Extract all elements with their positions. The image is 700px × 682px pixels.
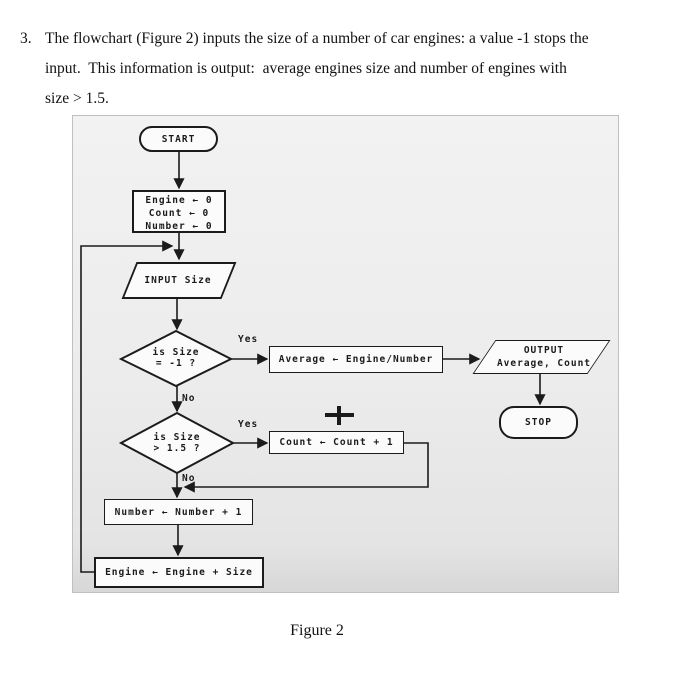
- edge-count-return: [183, 442, 429, 493]
- question-line: input. This information is output: avera…: [45, 60, 567, 77]
- decision2-line: > 1.5 ?: [153, 443, 201, 454]
- number-label: Number ← Number + 1: [114, 506, 243, 518]
- flowchart-panel: START Engine ← 0 Count ← 0 Number ← 0 IN…: [72, 115, 619, 593]
- stop-node: STOP: [499, 406, 578, 439]
- stop-label: STOP: [525, 417, 552, 428]
- question-text: The flowchart (Figure 2) inputs the size…: [45, 24, 660, 114]
- output-line: Average, Count: [496, 358, 592, 369]
- count-node: Count ← Count + 1: [269, 431, 404, 454]
- decision2-diamond: [118, 411, 236, 475]
- output-line: OUTPUT: [523, 345, 565, 356]
- average-label: Average ← Engine/Number: [278, 354, 434, 365]
- question-line: The flowchart (Figure 2) inputs the size…: [45, 30, 589, 47]
- engine-node: Engine ← Engine + Size: [94, 557, 264, 588]
- decision1-line: = -1 ?: [155, 358, 197, 369]
- decision1-line: is Size: [152, 347, 200, 358]
- count-label: Count ← Count + 1: [279, 437, 394, 448]
- decision1-label: is Size = -1 ?: [121, 347, 231, 369]
- output-label: OUTPUT Average, Count: [469, 344, 619, 370]
- question-number: 3.: [20, 30, 32, 47]
- init-line: Number ← 0: [145, 221, 213, 232]
- init-node: Engine ← 0 Count ← 0 Number ← 0: [132, 190, 226, 233]
- plus-mark-icon: [325, 406, 354, 425]
- no-label-2: No: [182, 473, 196, 484]
- init-line: Engine ← 0: [145, 195, 213, 206]
- start-node: START: [139, 126, 218, 152]
- input-label: INPUT Size: [144, 275, 212, 286]
- decision2-line: is Size: [153, 432, 201, 443]
- init-line: Count ← 0: [148, 208, 210, 219]
- decision1-diamond: [118, 329, 234, 388]
- edge-engine-loopback: [80, 240, 174, 573]
- number-node: Number ← Number + 1: [104, 499, 253, 525]
- decision2-label: is Size > 1.5 ?: [121, 432, 233, 454]
- engine-label: Engine ← Engine + Size: [105, 567, 253, 578]
- yes-label-2: Yes: [238, 419, 259, 430]
- question-line: size > 1.5.: [45, 90, 109, 107]
- start-label: START: [161, 133, 196, 145]
- figure-caption: Figure 2: [290, 622, 344, 639]
- flowchart-connectors: [80, 152, 546, 573]
- average-node: Average ← Engine/Number: [269, 346, 443, 373]
- no-label-1: No: [182, 393, 196, 404]
- question-block: 3. The flowchart (Figure 2) inputs the s…: [20, 24, 660, 114]
- yes-label-1: Yes: [238, 334, 259, 345]
